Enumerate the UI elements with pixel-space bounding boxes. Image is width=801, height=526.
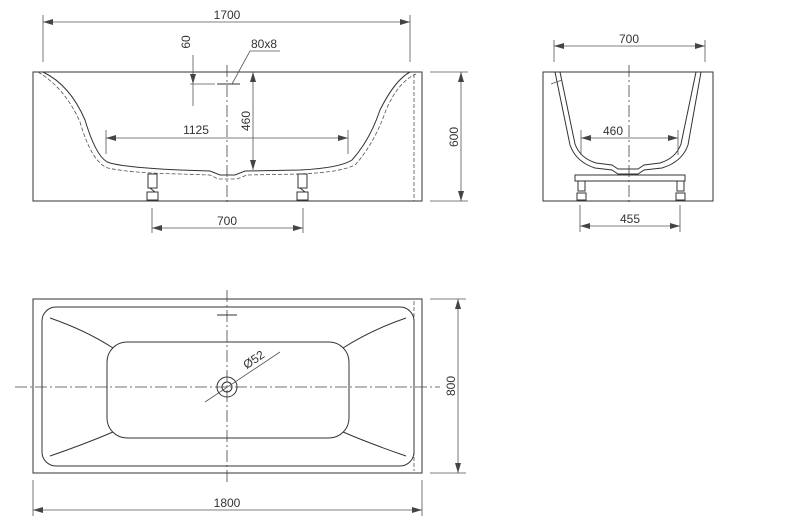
- side-tub-outer-profile: [559, 71, 697, 170]
- side-frame: [574, 174, 686, 182]
- dim-side-width: 700: [619, 32, 639, 46]
- dim-side-feet-spacing: 455: [620, 212, 640, 226]
- dim-overflow-offset: 60: [179, 35, 193, 49]
- dim-side-bottom-width: 460: [603, 124, 623, 138]
- dim-feet-spacing: 700: [217, 214, 237, 228]
- drain-outer-icon: [216, 376, 238, 398]
- dim-drain-diameter: Ø52: [240, 347, 267, 371]
- dim-overflow-size: 80x8: [251, 37, 277, 51]
- dim-inner-depth: 460: [239, 111, 253, 131]
- side-tub-inner-profile: [554, 71, 702, 175]
- dim-bottom-length: 1125: [183, 123, 209, 137]
- front-foot-right: [296, 173, 309, 201]
- dim-top-width: 800: [444, 376, 458, 396]
- front-tub-inner-profile: [42, 71, 411, 176]
- side-view: 700 460 455: [542, 32, 714, 232]
- top-rim: [41, 306, 415, 467]
- dim-top-length: 1800: [214, 496, 241, 510]
- front-foot-left: [146, 173, 159, 201]
- front-tub-outer-profile: [37, 71, 417, 180]
- top-basin: [106, 341, 350, 439]
- front-view: 1700 600 60 80x8 460 1125 700: [32, 8, 468, 233]
- top-outline: [32, 298, 423, 474]
- top-view: Ø52 800 1800: [15, 290, 466, 516]
- drain-inner-icon: [221, 381, 233, 393]
- front-outline: [32, 71, 423, 202]
- side-outline: [542, 71, 714, 202]
- dim-overall-length: 1700: [214, 8, 241, 22]
- dim-height: 600: [447, 127, 461, 147]
